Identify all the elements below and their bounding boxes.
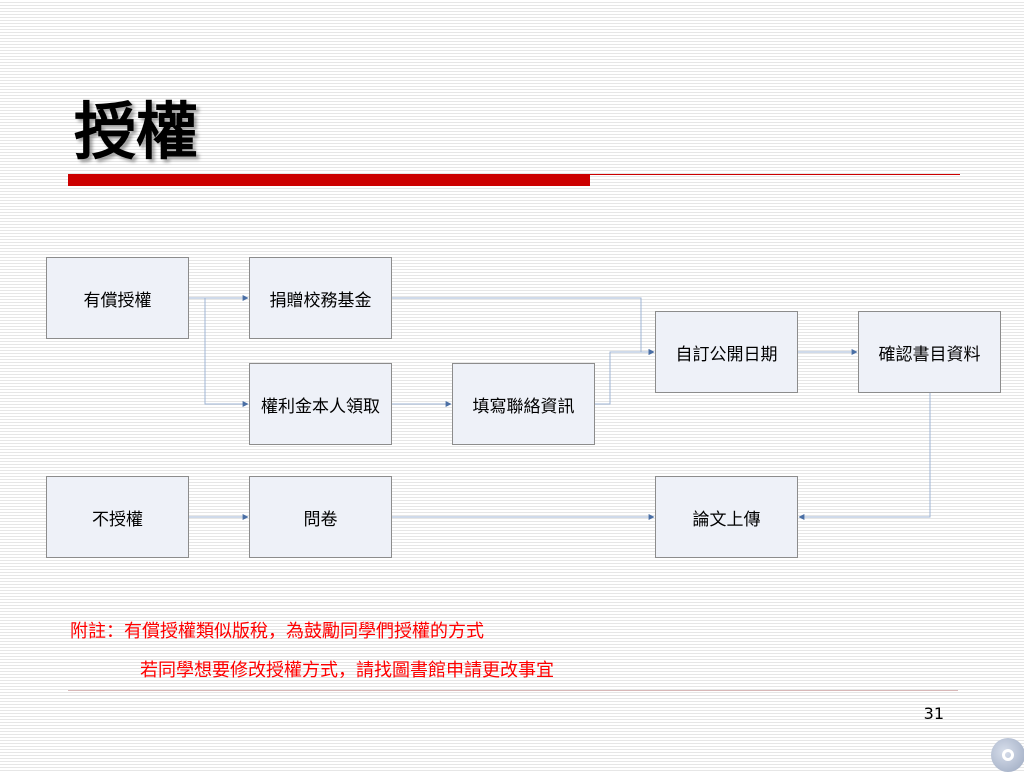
note-line-2: 若同學想要修改授權方式，請找圖書館申請更改事宜 [140, 660, 554, 681]
slide-title: 授權 [74, 95, 199, 168]
title-underline-thick [68, 174, 590, 186]
circle-icon [1002, 749, 1014, 761]
box-royalty-claim: 權利金本人領取 [249, 363, 392, 445]
box-no-license: 不授權 [46, 476, 189, 558]
box-questionnaire: 問卷 [249, 476, 392, 558]
box-thesis-upload: 論文上傳 [655, 476, 798, 558]
title-underline-thin [590, 174, 960, 175]
box-set-public-date: 自訂公開日期 [655, 311, 798, 393]
connector-donate-to-date [392, 297, 655, 355]
connector-confirm-to-upload [798, 393, 931, 520]
page-number: 31 [923, 704, 944, 723]
slide-nav-button[interactable] [991, 738, 1024, 772]
footer-divider [68, 690, 958, 691]
box-fill-contact: 填寫聯絡資訊 [452, 363, 595, 445]
connector-paid-to-royalty [189, 297, 249, 407]
box-paid-license: 有償授權 [46, 257, 189, 339]
note-line-1: 附註：有償授權類似版稅，為鼓勵同學們授權的方式 [70, 621, 484, 642]
connector-contact-to-date [595, 349, 655, 405]
box-confirm-bibliography: 確認書目資料 [858, 311, 1001, 393]
box-donate-fund: 捐贈校務基金 [249, 257, 392, 339]
